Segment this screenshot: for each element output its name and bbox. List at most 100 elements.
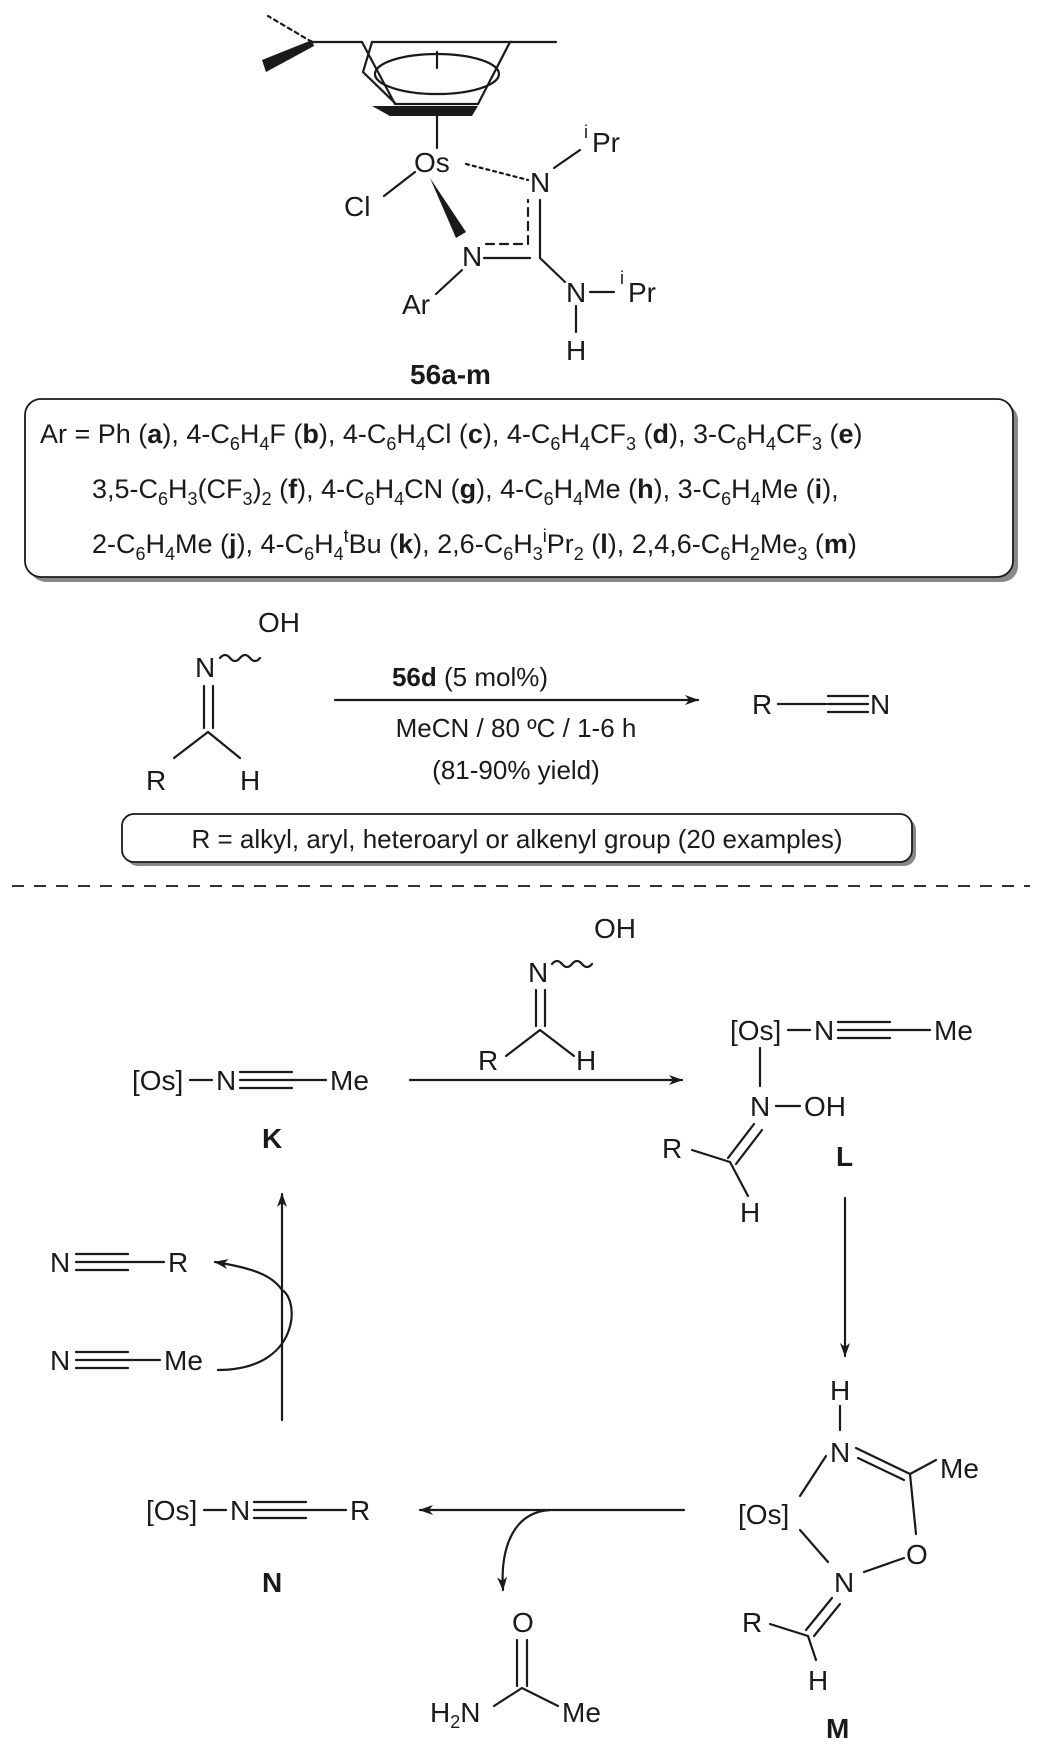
ar-line-3: 2-C6H4Me (j), 4-C6H4tBu (k), 2,6-C6H3iPr… xyxy=(92,526,857,564)
ar-box-segment: d xyxy=(652,419,669,449)
ar-box-segment: f xyxy=(288,474,298,504)
oxime-double-bond xyxy=(202,684,215,730)
intermediate-k: [Os] N Me K xyxy=(132,1065,369,1154)
ar-box-segment: 3 xyxy=(626,434,636,454)
m-c-me-bond xyxy=(908,1458,938,1476)
ar-box-segment: ), 2,6-C xyxy=(413,529,503,559)
reagent-h-bond xyxy=(538,1028,576,1058)
ar-box-segment: ) xyxy=(253,474,262,504)
os-n-wedge-bond xyxy=(430,178,466,238)
amide-nh2: H2N xyxy=(430,1697,480,1732)
ar-box-segment: 3 xyxy=(243,489,253,509)
label-n: N xyxy=(262,1567,282,1598)
l-n1: N xyxy=(814,1015,834,1046)
incoming-acetonitrile: N Me xyxy=(50,1345,203,1376)
ar-box-segment: j xyxy=(228,529,237,559)
m-r: R xyxy=(742,1607,762,1638)
m-nc-double-bond xyxy=(804,1596,842,1638)
reagent-r-bond xyxy=(504,1028,542,1058)
m-os-n2-bond xyxy=(798,1528,830,1564)
ar-box-segment: H xyxy=(554,474,574,504)
m-h2-bond xyxy=(806,1634,818,1662)
ar-box-segment: h xyxy=(637,474,654,504)
ar-box-segment: (CF xyxy=(198,474,243,504)
label-k: K xyxy=(262,1123,282,1154)
ar-box-segment: 6 xyxy=(230,434,240,454)
m-h2: H xyxy=(808,1665,828,1696)
m-c-o-bond xyxy=(908,1472,918,1536)
ar-box-segment: ) xyxy=(848,529,857,559)
ar-box-segment: ), 4-C xyxy=(319,419,387,449)
ar-box-segment: 4 xyxy=(259,434,269,454)
ar-box-segment: ), 4-C xyxy=(483,419,551,449)
oxime-r-bond xyxy=(172,730,210,760)
oxime-h: H xyxy=(240,765,260,796)
delocalized-bond xyxy=(484,198,530,246)
nitrile-in-n: N xyxy=(50,1345,70,1376)
osmium-complex-structure: Os Cl N i Pr N Ar N i Pr H 56a-m xyxy=(262,14,656,390)
cymene-front-wedge xyxy=(372,106,478,116)
n-n: N xyxy=(230,1495,250,1526)
ar-box-segment: H xyxy=(513,529,533,559)
oxime-n-atom: N xyxy=(195,652,215,683)
ar-box-segment: 6 xyxy=(304,544,314,564)
ar-box-segment: ), 3-C xyxy=(654,474,722,504)
catalyst-label: 56d (5 mol%) xyxy=(392,662,548,692)
lower-n-atom: N xyxy=(462,241,482,272)
compound-label-56: 56a-m xyxy=(410,359,491,390)
ar-box-segment: 3 xyxy=(797,544,807,564)
ar-box-segment: 4 xyxy=(394,489,404,509)
ar-box-segment: g xyxy=(460,474,477,504)
label-l: L xyxy=(836,1141,853,1172)
ar-box-segment: l xyxy=(600,529,608,559)
ar-box-segment: H xyxy=(730,529,750,559)
ar-box-segment: 6 xyxy=(158,489,168,509)
oxime-r: R xyxy=(146,765,166,796)
ar-box-segment: 6 xyxy=(721,489,731,509)
ar-box-segment: ( xyxy=(822,419,839,449)
ar-box-segment: 6 xyxy=(365,489,375,509)
ar-box-segment: 4 xyxy=(573,489,583,509)
nh-n-atom: N xyxy=(566,277,586,308)
ar-box-segment: H xyxy=(240,419,260,449)
ar-box-segment: k xyxy=(398,529,414,559)
scope-box xyxy=(121,813,913,863)
ar-box-segment: Bu ( xyxy=(349,529,399,559)
l-n2: N xyxy=(750,1091,770,1122)
ar-box-segment: ), 4-C xyxy=(237,529,305,559)
ar-box-segment: 4 xyxy=(416,434,426,454)
ar-box-segment: H xyxy=(375,474,395,504)
product-triple-bond xyxy=(776,694,870,714)
ar-line-2: 3,5-C6H3(CF3)2 (f), 4-C6H4CN (g), 4-C6H4… xyxy=(92,474,839,509)
m-me: Me xyxy=(940,1453,979,1484)
ar-box-segment: Me ( xyxy=(761,474,815,504)
intermediate-m: H N Me [Os] O N R H M xyxy=(738,1375,979,1744)
ar-box-segment: ), 3-C xyxy=(669,419,737,449)
oxime-wavy-bond xyxy=(218,653,262,663)
ar-box-segment: Cl ( xyxy=(426,419,468,449)
n-triple-bond xyxy=(252,1500,308,1520)
nitrile-in-triple-bond xyxy=(74,1350,130,1370)
cymene-ring xyxy=(361,40,512,106)
ar-box-segment: H xyxy=(396,419,416,449)
label-m: M xyxy=(826,1713,849,1744)
ar-box-segment: 6 xyxy=(136,544,146,564)
nitrile-out-triple-bond xyxy=(74,1252,130,1272)
ar-box-segment: 4 xyxy=(580,434,590,454)
m-r-bond xyxy=(768,1622,810,1638)
isopropyl-hash xyxy=(266,14,314,44)
ar-box-segment: 6 xyxy=(720,544,730,564)
cymene-edge xyxy=(360,40,397,106)
ar-box-segment: ), 4-C xyxy=(476,474,544,504)
ar-box-segment: 3 xyxy=(533,544,543,564)
k-os: [Os] xyxy=(132,1065,183,1096)
l-double-bond xyxy=(726,1122,764,1166)
ar-box-segment: 3,5-C xyxy=(92,474,158,504)
reagent-n: N xyxy=(528,957,548,988)
ar-box-segment: 2 xyxy=(574,544,584,564)
substrate-scope: R = alkyl, aryl, heteroaryl or alkenyl g… xyxy=(191,824,842,854)
ar-box-segment: ), 2,4,6-C xyxy=(608,529,721,559)
ar-box-segment: Pr xyxy=(547,529,574,559)
ar-box-segment: 4 xyxy=(334,544,344,564)
ar-box-segment: 2-C xyxy=(92,529,136,559)
